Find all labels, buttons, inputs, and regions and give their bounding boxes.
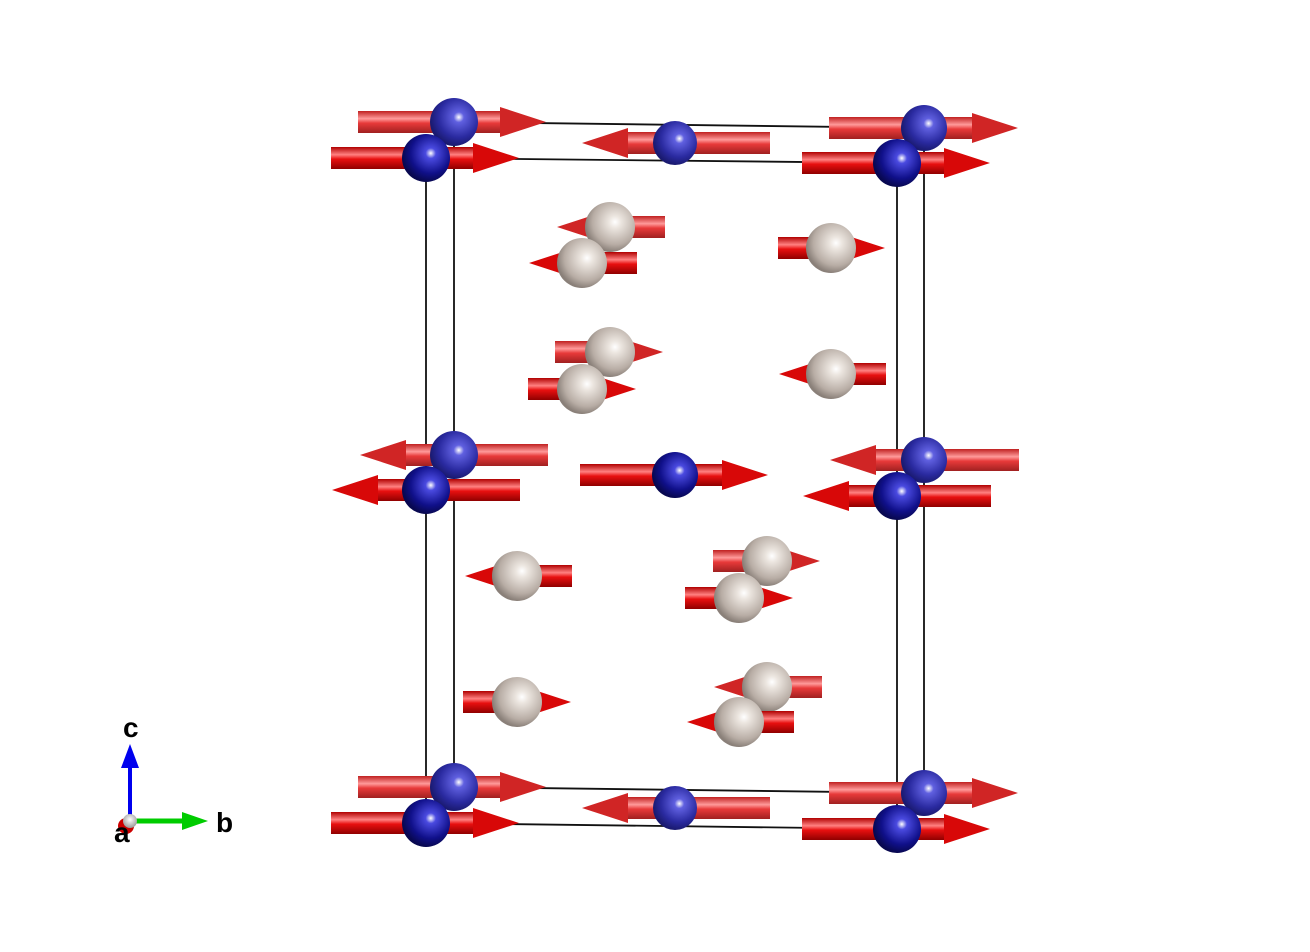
white-atom-with-spin	[528, 364, 636, 414]
white-atom	[742, 662, 792, 712]
spin-arrow-head	[500, 772, 546, 802]
spin-arrow-head	[944, 148, 990, 178]
blue-atom	[430, 431, 478, 479]
white-atom-with-spin	[714, 662, 822, 712]
blue-atom-with-spin	[358, 98, 546, 146]
spin-arrow-shaft	[829, 117, 972, 139]
spin-arrow-head	[972, 778, 1018, 808]
blue-atom	[873, 805, 921, 853]
blue-atom	[653, 786, 697, 830]
white-atom	[557, 238, 607, 288]
white-atom	[585, 327, 635, 377]
white-atom	[585, 202, 635, 252]
spin-arrow-head	[582, 793, 628, 823]
white-atom	[492, 677, 542, 727]
atoms-and-spins	[331, 98, 1019, 853]
blue-atom	[430, 98, 478, 146]
blue-atom-with-spin	[829, 770, 1018, 816]
blue-atom-with-spin	[802, 805, 990, 853]
blue-atom-with-spin	[332, 466, 520, 514]
spin-arrow-head	[722, 460, 768, 490]
blue-atom	[402, 134, 450, 182]
white-atom-with-spin	[687, 697, 794, 747]
blue-atom	[430, 763, 478, 811]
c-axis-arrowhead	[121, 744, 139, 768]
spin-arrow-shaft	[829, 782, 972, 804]
spin-arrow-head	[500, 107, 546, 137]
c-axis-label: c	[123, 712, 139, 743]
axis-indicator: c b a	[114, 712, 233, 848]
spin-arrow-head	[944, 814, 990, 844]
blue-atom-with-spin	[829, 105, 1018, 151]
white-atom	[557, 364, 607, 414]
spin-arrow-shaft	[358, 111, 500, 133]
white-atom-with-spin	[557, 202, 665, 252]
b-axis-arrowhead	[182, 812, 208, 830]
white-atom-with-spin	[778, 223, 885, 273]
a-axis-label: a	[114, 817, 130, 848]
blue-atom-with-spin	[582, 121, 770, 165]
white-atom	[742, 536, 792, 586]
white-atom	[714, 573, 764, 623]
blue-atom-with-spin	[803, 472, 991, 520]
spin-arrow-head	[360, 440, 406, 470]
spin-arrow-head	[332, 475, 378, 505]
spin-arrow-shaft	[628, 132, 770, 154]
spin-arrow-head	[803, 481, 849, 511]
axis-origin	[123, 814, 137, 828]
blue-atom	[901, 437, 947, 483]
spin-arrow-head	[582, 128, 628, 158]
blue-atom-with-spin	[331, 799, 519, 847]
white-atom-with-spin	[555, 327, 663, 377]
spin-arrow-shaft	[580, 464, 722, 486]
white-atom	[714, 697, 764, 747]
blue-atom	[873, 472, 921, 520]
blue-atom-with-spin	[802, 139, 990, 187]
white-atom-with-spin	[685, 573, 793, 623]
blue-atom-with-spin	[830, 437, 1019, 483]
white-atom-with-spin	[713, 536, 820, 586]
white-atom-with-spin	[529, 238, 637, 288]
blue-atom-with-spin	[331, 134, 519, 182]
blue-atom	[901, 105, 947, 151]
blue-atom-with-spin	[360, 431, 548, 479]
white-atom-with-spin	[463, 677, 571, 727]
white-atom-with-spin	[465, 551, 572, 601]
white-atom	[806, 349, 856, 399]
b-axis-label: b	[216, 807, 233, 838]
blue-atom-with-spin	[582, 786, 770, 830]
spin-arrow-head	[972, 113, 1018, 143]
blue-atom	[402, 466, 450, 514]
blue-atom	[652, 452, 698, 498]
blue-atom-with-spin	[358, 763, 546, 811]
blue-atom	[402, 799, 450, 847]
blue-atom	[901, 770, 947, 816]
blue-atom-with-spin	[580, 452, 768, 498]
spin-arrow-shaft	[876, 449, 1019, 471]
spin-arrow-shaft	[628, 797, 770, 819]
blue-atom	[873, 139, 921, 187]
spin-arrow-head	[830, 445, 876, 475]
white-atom	[806, 223, 856, 273]
spin-arrow-head	[473, 808, 519, 838]
spin-arrow-head	[473, 143, 519, 173]
spin-arrow-shaft	[358, 776, 500, 798]
blue-atom	[653, 121, 697, 165]
white-atom	[492, 551, 542, 601]
white-atom-with-spin	[779, 349, 886, 399]
